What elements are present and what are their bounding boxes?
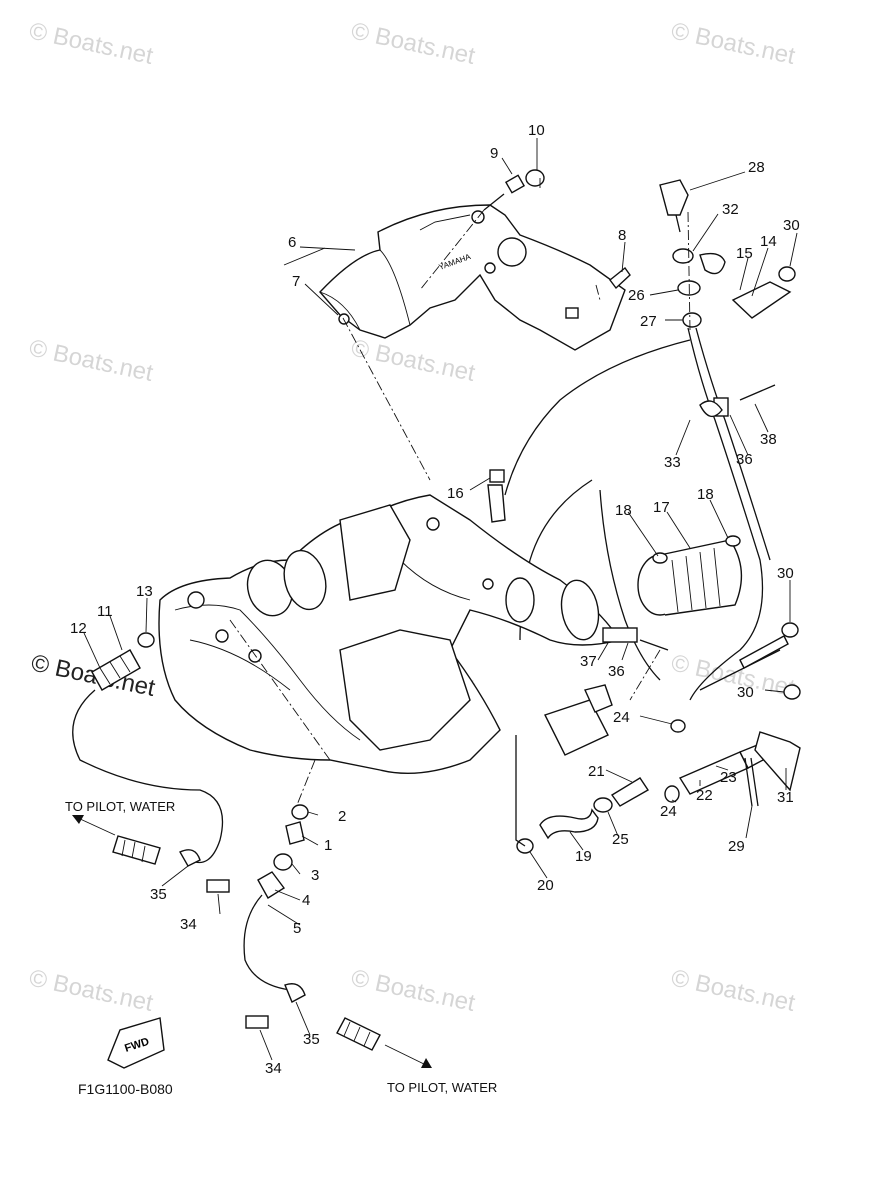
callout-26: 26	[628, 287, 645, 304]
watermark: © Boats.net	[27, 17, 156, 70]
diagram-code: F1G1100-B080	[78, 1081, 173, 1097]
drain-box	[544, 627, 669, 756]
muffler-hose	[637, 535, 743, 616]
callout-3: 3	[311, 867, 319, 884]
callout-36a: 36	[736, 451, 753, 468]
callout-36b: 36	[608, 663, 625, 680]
hose-14	[731, 281, 792, 319]
callout-14: 14	[760, 233, 777, 250]
callout-20: 20	[537, 877, 554, 894]
callout-5: 5	[293, 920, 301, 937]
callout-18b: 18	[697, 486, 714, 503]
callout-28: 28	[748, 159, 765, 176]
callout-32: 32	[722, 201, 739, 218]
callout-34a: 34	[180, 916, 197, 933]
callout-10: 10	[528, 122, 545, 139]
fwd-badge: FWD	[107, 1017, 165, 1069]
watermark: © Boats.net	[669, 649, 798, 702]
caption-left-outlet: TO PILOT, WATER	[65, 799, 175, 814]
right-hose-parts	[515, 622, 801, 854]
watermark: © Boats.net	[669, 964, 798, 1017]
callout-11: 11	[97, 603, 113, 620]
callout-30: 30	[783, 217, 800, 234]
callout-17: 17	[653, 499, 670, 516]
clip-34a	[206, 879, 230, 893]
clamp-16	[489, 469, 505, 483]
callout-31: 31	[777, 789, 794, 806]
watermark: © Boats.net	[349, 964, 478, 1017]
callout-22: 22	[696, 787, 713, 804]
clip-34b	[245, 1015, 269, 1029]
center-fittings	[243, 804, 432, 1068]
fill-cap-28	[659, 179, 689, 216]
bracket	[699, 252, 726, 275]
callout-25: 25	[612, 831, 629, 848]
callout-9: 9	[490, 145, 498, 162]
watermark: © Boats.net	[349, 17, 478, 70]
callout-2: 2	[338, 808, 346, 825]
callout-8: 8	[618, 227, 626, 244]
callout-21: 21	[588, 763, 605, 780]
callout-13: 13	[136, 583, 153, 600]
arrow-left-pilot	[72, 815, 84, 824]
clamp-30a	[778, 266, 796, 282]
watermark: © Boats.net	[27, 964, 156, 1017]
small-parts-top	[483, 169, 796, 328]
watermark: © Boats.net	[349, 334, 478, 387]
water-hoses	[487, 327, 781, 701]
bracket-31	[754, 731, 801, 792]
callout-24b: 24	[660, 803, 677, 820]
callout-27: 27	[640, 313, 657, 330]
callout-19: 19	[575, 848, 592, 865]
fitting-27	[682, 312, 702, 328]
callout-37: 37	[580, 653, 597, 670]
callout-34b: 34	[265, 1060, 282, 1077]
callout-24a: 24	[613, 709, 630, 726]
callout-38a: 38	[760, 431, 777, 448]
callout-23: 23	[720, 769, 737, 786]
watermark-dark: © Boats.net	[29, 649, 158, 702]
callout-30b: 30	[777, 565, 794, 582]
reference-lines	[229, 178, 691, 806]
pilot-hose-left	[72, 632, 230, 893]
bolt-9	[504, 174, 526, 194]
callout-33: 33	[664, 454, 681, 471]
callout-numbers: 10 9 28 32 30 8 14 15 6 7 26 27 38 33 36…	[70, 122, 800, 1077]
callout-35b: 35	[303, 1031, 320, 1048]
exhaust-cover: YAMAHA	[319, 204, 626, 351]
callout-12: 12	[70, 620, 87, 637]
watermark: © Boats.net	[27, 334, 156, 387]
exhaust-body	[158, 494, 622, 774]
callout-30c: 30	[737, 684, 754, 701]
nut-32	[672, 248, 694, 264]
callout-1: 1	[324, 837, 332, 854]
callout-6: 6	[288, 234, 296, 251]
callout-18a: 18	[615, 502, 632, 519]
captions: TO PILOT, WATER TO PILOT, WATER F1G1100-…	[65, 799, 497, 1097]
leader-lines	[83, 138, 798, 1061]
caption-bottom-outlet: TO PILOT, WATER	[387, 1080, 497, 1095]
callout-4: 4	[302, 892, 310, 909]
callout-29: 29	[728, 838, 745, 855]
clip-8	[609, 266, 631, 290]
elbow-16	[487, 484, 506, 523]
callout-15: 15	[736, 245, 753, 262]
clip-33	[699, 400, 723, 418]
arrow-right-pilot	[421, 1058, 432, 1068]
callout-7: 7	[292, 273, 300, 290]
watermark: © Boats.net	[669, 17, 798, 70]
cap-10	[525, 169, 545, 187]
callout-16: 16	[447, 485, 464, 502]
callout-35a: 35	[150, 886, 167, 903]
